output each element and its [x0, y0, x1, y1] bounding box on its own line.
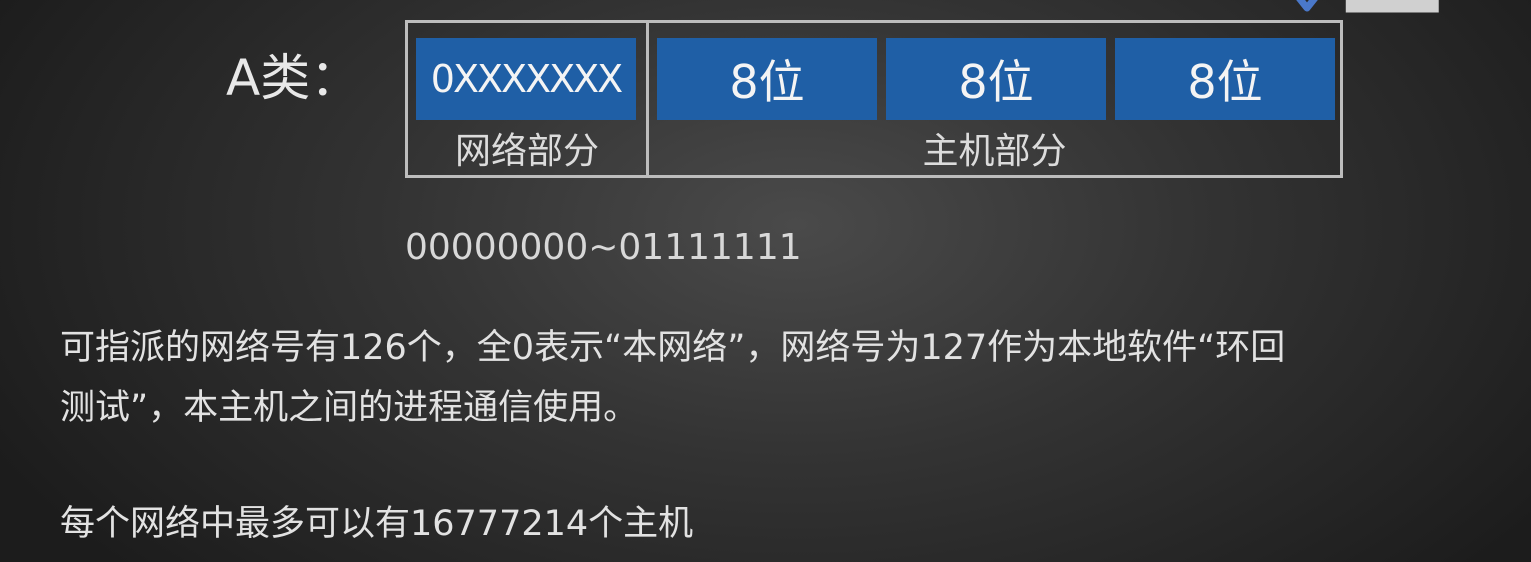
network-range: 00000000~01111111: [405, 227, 802, 268]
description-line-2: 测试”，本主机之间的进程通信使用。: [60, 388, 639, 428]
description-paragraph: 可指派的网络号有126个，全0表示“本网络”，网络号为127作为本地软件“环回 …: [60, 318, 1520, 438]
host-octet-cell-3: 8位: [1115, 38, 1335, 120]
hosts-per-network: 每个网络中最多可以有16777214个主机: [60, 504, 694, 544]
network-octet-cell: 0XXXXXXX: [416, 38, 636, 120]
brand-logo-text: ▇▇▇▇: [1346, 0, 1438, 13]
network-part-label: 网络部分: [454, 131, 599, 172]
network-host-divider: [646, 20, 649, 178]
host-octet-cell-2: 8位: [886, 38, 1106, 120]
address-frame: [405, 20, 1343, 178]
brand-logo-icon: [1296, 0, 1318, 12]
host-part-label: 主机部分: [922, 131, 1067, 172]
class-label: A类：: [226, 49, 361, 107]
description-line-1: 可指派的网络号有126个，全0表示“本网络”，网络号为127作为本地软件“环回: [60, 328, 1286, 368]
host-octet-cell-1: 8位: [657, 38, 877, 120]
